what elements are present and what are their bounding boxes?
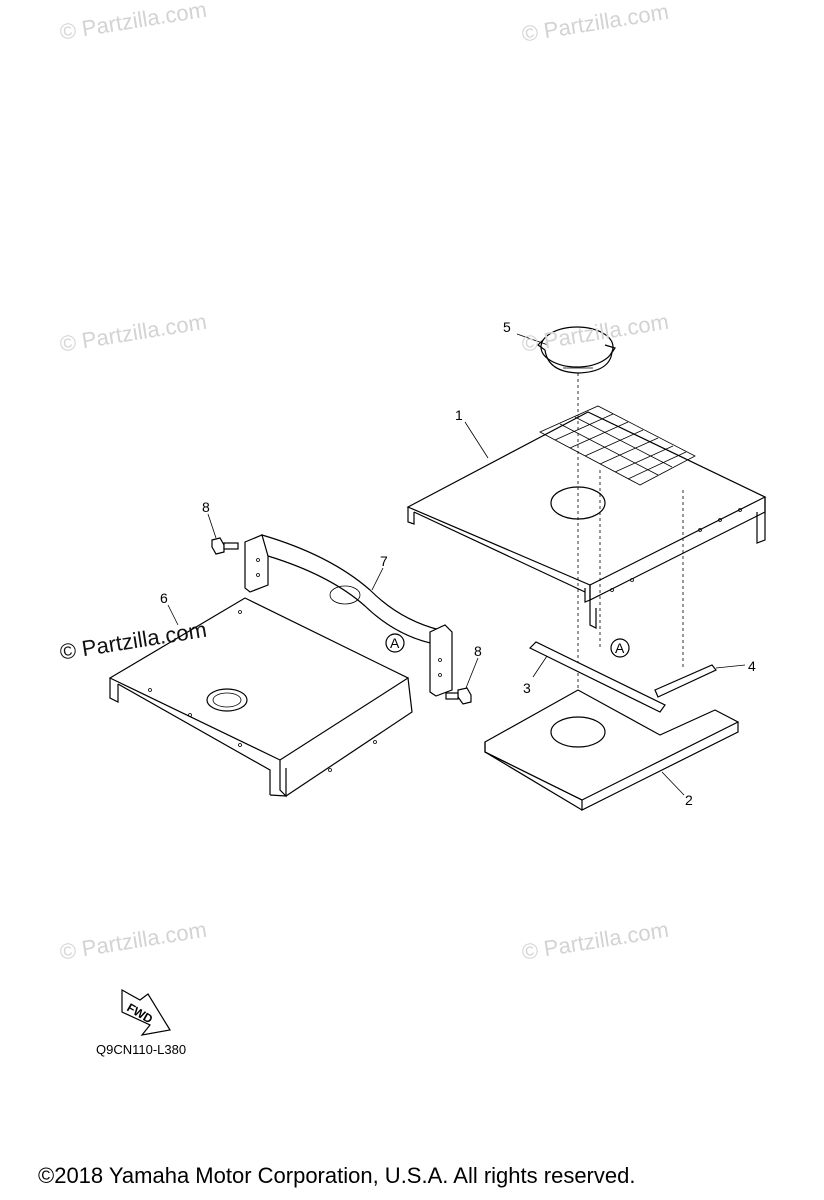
leader-4 xyxy=(715,664,746,669)
callout-1: 1 xyxy=(455,407,463,423)
callout-7: 7 xyxy=(380,553,388,569)
leader-3 xyxy=(532,655,548,678)
fwd-arrow-icon: FWD xyxy=(121,988,171,1036)
leader-2 xyxy=(661,771,685,796)
part-3-strip xyxy=(528,641,666,713)
callout-5: 5 xyxy=(503,319,511,335)
diagram-code: Q9CN110-L380 xyxy=(96,1042,187,1057)
part-2-pad xyxy=(484,689,740,811)
svg-text:A: A xyxy=(615,640,625,656)
part-6-base-plate xyxy=(108,597,413,798)
callout-8-top: 8 xyxy=(202,499,210,515)
part-8-bolt-left xyxy=(211,537,239,555)
leader-6 xyxy=(167,604,179,626)
part-1-top-cover xyxy=(406,405,767,629)
callout-8-right: 8 xyxy=(474,643,482,659)
leader-5 xyxy=(516,333,549,346)
reference-mark-a-left: A xyxy=(385,633,405,653)
part-7-bracket xyxy=(244,534,453,697)
part-5-cap xyxy=(537,326,616,374)
reference-mark-a-right: A xyxy=(610,638,630,658)
part-4-strip xyxy=(654,664,717,698)
callout-4: 4 xyxy=(748,658,756,674)
leader-8 xyxy=(465,657,479,689)
callout-6: 6 xyxy=(160,590,168,606)
leader-8 xyxy=(207,513,217,539)
leader-1 xyxy=(464,421,489,459)
part-8-bolt-right xyxy=(445,687,472,705)
leader-7 xyxy=(371,567,384,591)
copyright-notice: ©2018 Yamaha Motor Corporation, U.S.A. A… xyxy=(38,1163,636,1188)
svg-text:A: A xyxy=(390,635,400,651)
callout-2: 2 xyxy=(685,792,693,808)
vent-grille xyxy=(539,405,696,486)
callout-3: 3 xyxy=(523,680,531,696)
